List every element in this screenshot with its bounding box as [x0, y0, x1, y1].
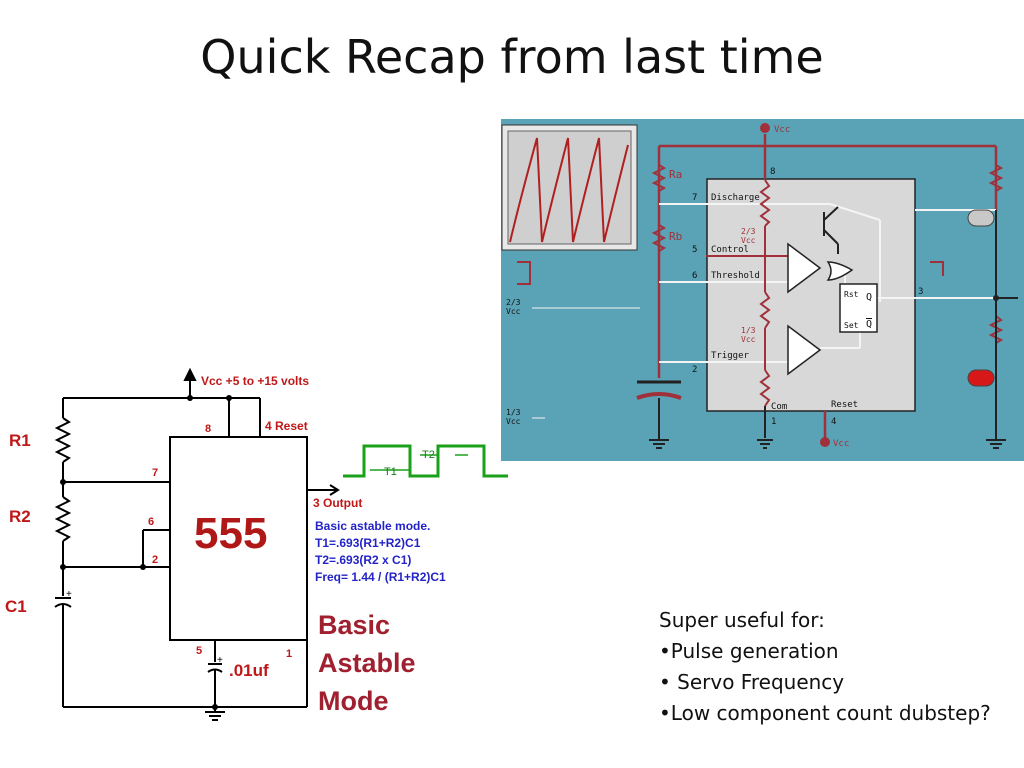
ref-23-bottom: Vcc	[741, 236, 756, 245]
cap-value-label: .01uf	[229, 661, 269, 680]
mode-title-line: Mode	[318, 686, 389, 716]
rst-label: Rst	[844, 290, 859, 299]
discharge-label: Discharge	[711, 193, 760, 203]
divider-resistor-icon	[759, 179, 771, 227]
astable-circuit	[54, 367, 340, 721]
pin4-label: 4	[831, 417, 836, 427]
output-arrow-icon	[329, 484, 340, 496]
mode-title-line: Astable	[318, 648, 416, 678]
pin1-label: 1	[771, 417, 776, 427]
set-label: Set	[844, 321, 859, 330]
list-item: •Low component count dubstep?	[659, 701, 991, 725]
rb-label: Rb	[669, 230, 682, 243]
pin1-label: 1	[286, 648, 292, 660]
pin8-label: 8	[205, 423, 211, 435]
chip-555	[169, 436, 308, 641]
list-item: •Pulse generation	[659, 639, 839, 663]
vcc-bottom-label: Vcc	[833, 439, 849, 449]
list-item: • Servo Frequency	[659, 670, 845, 694]
chip-box	[706, 178, 916, 412]
threshold-label: Threshold	[711, 271, 760, 281]
formula-line: Freq= 1.44 / (R1+R2)C1	[315, 570, 446, 584]
ref-13-bottom: Vcc	[741, 335, 756, 344]
t1-label: T1	[384, 466, 397, 478]
slide-title: Quick Recap from last time	[200, 30, 824, 84]
vcc-top-icon	[760, 123, 770, 133]
r1-label: R1	[9, 431, 31, 450]
t2-label: T2	[422, 449, 435, 461]
internal-diagram	[501, 119, 1024, 461]
pin7-label: 7	[692, 193, 697, 203]
ra-label: Ra	[669, 168, 682, 181]
r2-resistor-icon	[54, 496, 72, 542]
q-label: Q	[866, 292, 872, 303]
sawtooth-waveform	[509, 137, 629, 243]
trigger-label: Trigger	[711, 351, 750, 361]
pin5-label: 5	[692, 245, 697, 255]
r1-resistor-icon	[54, 417, 72, 463]
ref-13-top: 1/3	[741, 326, 756, 335]
vcc-top-label: Vcc	[774, 125, 790, 135]
mode-title: Basic Astable Mode	[318, 610, 416, 716]
level-23-top: 2/3	[506, 298, 521, 307]
com-label: Com	[771, 402, 787, 412]
chip-label: 555	[194, 509, 267, 558]
pin6-label: 6	[692, 271, 697, 281]
reset-label: 4 Reset	[265, 419, 308, 433]
output-resistor-icon	[988, 164, 1004, 192]
lower-comparator-icon	[787, 324, 822, 376]
rb-resistor-icon	[651, 224, 667, 252]
ra-resistor-icon	[651, 164, 667, 192]
pin2-label: 2	[152, 554, 158, 566]
vcc-bottom-icon	[820, 437, 830, 447]
pin2-label: 2	[692, 365, 697, 375]
mode-title-line: Basic	[318, 610, 390, 640]
r2-label: R2	[9, 507, 31, 526]
output-label: 3 Output	[313, 496, 362, 510]
or-gate-icon	[826, 261, 854, 281]
vcc-label: Vcc +5 to +15 volts	[201, 374, 309, 388]
formula-line: T1=.693(R1+R2)C1	[315, 536, 421, 550]
pin7-label: 7	[152, 467, 158, 479]
pin6-label: 6	[148, 516, 154, 528]
pin8-label: 8	[770, 167, 775, 177]
flip-flop-icon	[839, 283, 878, 333]
pin3-label: 3	[918, 287, 923, 297]
reset-label: Reset	[831, 400, 858, 410]
led-bottom-icon	[967, 369, 995, 387]
formula-block: Basic astable mode. T1=.693(R1+R2)C1 T2=…	[315, 519, 446, 584]
use-cases-heading: Super useful for:	[659, 608, 825, 632]
upper-comparator-icon	[787, 242, 822, 294]
discharge-transistor-icon	[823, 206, 839, 254]
led-top-icon	[967, 209, 995, 227]
output-waveform	[343, 444, 508, 478]
pin5-label: 5	[196, 645, 202, 657]
svg-text:+: +	[66, 589, 72, 600]
ref-23-top: 2/3	[741, 227, 756, 236]
control-label: Control	[711, 245, 749, 255]
formula-line: T2=.693(R2 x C1)	[315, 553, 411, 567]
level-23-bottom: Vcc	[506, 307, 521, 316]
formula-line: Basic astable mode.	[315, 519, 430, 533]
c1-label: C1	[5, 597, 27, 616]
vcc-arrow-icon	[183, 367, 197, 381]
level-13-bottom: Vcc	[506, 417, 521, 426]
level-13-top: 1/3	[506, 408, 521, 417]
svg-text:+: +	[217, 655, 223, 666]
qbar-label: Q	[866, 319, 872, 330]
use-cases-list: Super useful for: •Pulse generation • Se…	[659, 605, 991, 729]
